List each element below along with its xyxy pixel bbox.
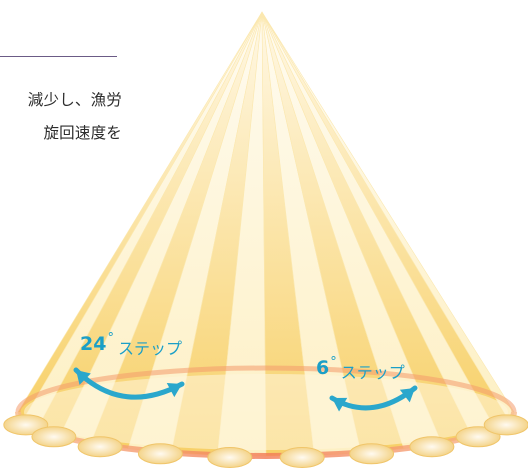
step-word: ステップ: [117, 339, 182, 358]
arrow-head: [399, 388, 415, 403]
arrow-head: [76, 370, 91, 385]
beam-tube-end: [455, 426, 501, 448]
degree-symbol: °: [107, 331, 114, 346]
beam-tube-end: [137, 443, 183, 465]
section-divider: [0, 56, 117, 57]
arrow-shaft: [73, 367, 185, 400]
step-value: 6: [316, 357, 330, 379]
step-label-6: 6 ° ステップ: [316, 355, 405, 383]
beam-tube-ends: [3, 414, 528, 468]
beam-tube-end: [409, 436, 455, 458]
step-word: ステップ: [340, 363, 405, 382]
rotation-arrows: [73, 367, 418, 412]
arrow-6-step: [329, 385, 418, 412]
ring-back-arc: [15, 365, 517, 413]
arrow-24-step: [73, 367, 185, 400]
beam-tube-end: [207, 447, 253, 468]
body-text-line-2: 旋回速度を: [43, 124, 122, 142]
beam-tube-end: [3, 414, 49, 436]
ring-inner-glow: [24, 374, 508, 450]
beam-tube-end: [77, 436, 123, 458]
degree-symbol: °: [330, 355, 337, 370]
arrow-head: [166, 383, 182, 398]
arrow-head: [332, 397, 348, 412]
step-value: 24: [80, 333, 107, 355]
beam-tube-end: [483, 414, 528, 436]
beam-segments: [17, 11, 515, 457]
beam-tube-end: [279, 447, 325, 468]
step-label-24: 24 ° ステップ: [80, 331, 182, 359]
beam-tube-end: [349, 443, 395, 465]
body-text-line-1: 減少し、漁労: [27, 91, 122, 109]
beam-tube-end: [31, 426, 77, 448]
